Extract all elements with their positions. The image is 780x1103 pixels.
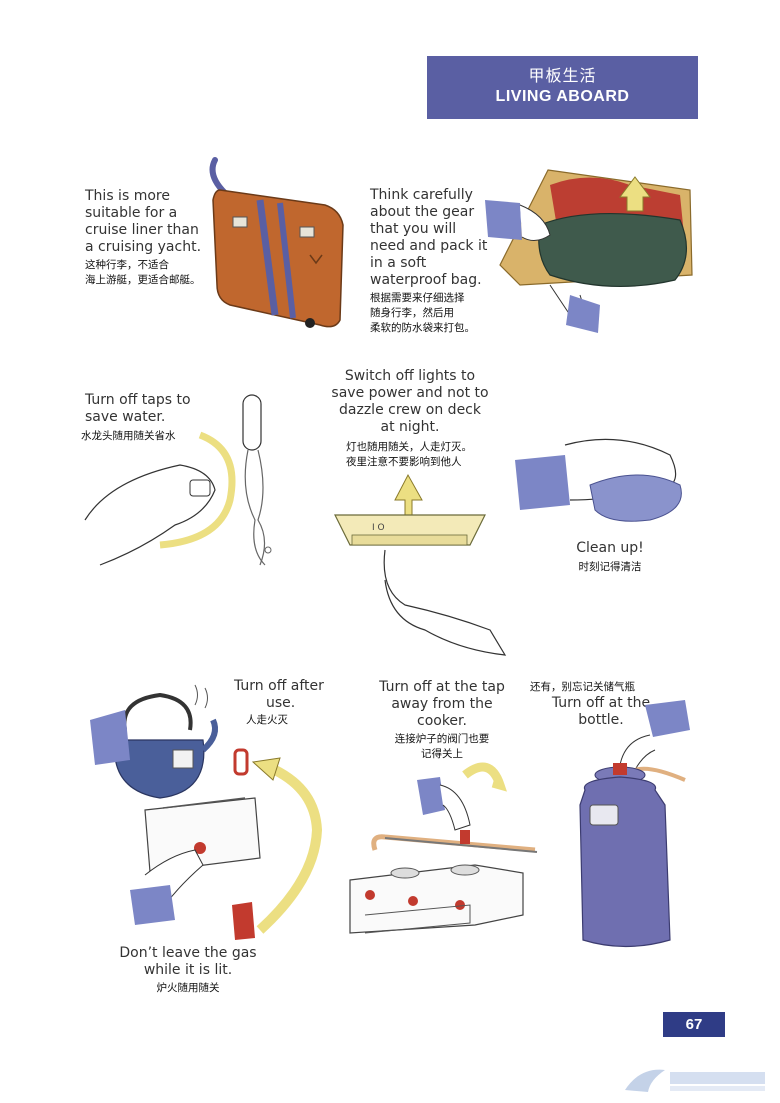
tip-lights-zh-2: 夜里注意不要影响到他人 [346, 456, 462, 468]
tip-after-use-en-1: Turn off after [234, 678, 324, 694]
tip-gear-en-1: Think carefully [370, 187, 473, 203]
tip-taps-zh: 水龙头随用随关省水 [81, 429, 176, 444]
tip-bottle-en-2: bottle. [578, 712, 624, 728]
bag-illustration [485, 169, 693, 333]
tip-lights-en-3: dazzle crew on deck [339, 402, 481, 418]
tip-bottle-en-1: Turn off at the [551, 695, 651, 711]
tip-lights-zh: 灯也随用随关，人走灯灭。 夜里注意不要影响到他人 [346, 440, 506, 470]
section-header: 甲板生活 LIVING ABOARD [427, 56, 698, 119]
svg-text:I O: I O [372, 523, 385, 533]
tip-taps-zh-1: 水龙头随用随关省水 [81, 430, 176, 442]
tip-bottle-zh-1: 还有，别忘记关储气瓶 [530, 681, 635, 693]
tip-lights-en-4: at night. [380, 419, 440, 435]
tip-tap-cooker-zh-2: 记得关上 [421, 748, 463, 760]
tip-suitcase-en-2: suitable for a [85, 205, 178, 221]
tip-gear-en-3: that you will [370, 221, 457, 237]
page-number: 67 [685, 1016, 703, 1033]
page-number-badge: 67 [663, 1012, 725, 1037]
tip-gear: Think carefully about the gear that you … [370, 187, 510, 336]
tip-gear-zh-2: 随身行李，然后用 [370, 307, 454, 319]
tip-taps-en-2: save water. [85, 409, 166, 425]
tip-suitcase-en-3: cruise liner than [85, 222, 199, 238]
tip-lights-en-2: save power and not to [331, 385, 489, 401]
tip-gas-lit-en-2: while it is lit. [143, 962, 233, 978]
tip-gear-zh-1: 根据需要来仔细选择 [370, 292, 465, 304]
suitcase-illustration [209, 157, 344, 328]
light-illustration: I O [334, 473, 507, 656]
cooker-illustration [349, 762, 538, 934]
tip-gear-zh-3: 柔软的防水袋来打包。 [370, 322, 475, 334]
tip-gear-en-4: need and pack it [370, 238, 488, 254]
tip-suitcase-zh-1: 这种行李，不适合 [85, 259, 169, 271]
header-title-en: LIVING ABOARD [495, 88, 630, 105]
tip-clean: Clean up! 时刻记得清洁 [560, 540, 660, 575]
tip-suitcase-en-1: This is more [85, 188, 170, 204]
header-title-zh: 甲板生活 [528, 68, 597, 85]
kettle-stove-illustration [90, 684, 323, 940]
tip-lights-zh-1: 灯也随用随关，人走灯灭。 [346, 441, 472, 453]
tip-tap-cooker-en-2: away from the [391, 696, 493, 712]
tip-after-use-en-2: use. [266, 695, 296, 711]
cloth-illustration [515, 438, 682, 522]
tip-gear-en-5: in a soft [370, 255, 427, 271]
tip-gas-lit-zh-1: 炉火随用随关 [156, 982, 220, 994]
tip-lights: Switch off lights to save power and not … [330, 368, 490, 436]
tip-clean-en-1: Clean up! [576, 540, 644, 556]
tip-after-use-zh-1: 人走火灭 [246, 714, 288, 726]
tip-tap-cooker-en-1: Turn off at the tap [379, 679, 505, 695]
tip-taps-en-1: Turn off taps to [85, 392, 191, 408]
tip-lights-en-1: Switch off lights to [344, 368, 476, 384]
tip-tap-cooker: Turn off at the tap away from the cooker… [372, 679, 512, 762]
tip-suitcase: This is more suitable for a cruise liner… [85, 188, 235, 288]
tip-tap-cooker-en-3: cooker. [417, 713, 467, 729]
tip-tap-cooker-zh-1: 连接炉子的阀门也要 [394, 733, 490, 745]
tap-illustration [84, 394, 272, 566]
tip-bottle: 还有，别忘记关储气瓶 [530, 680, 690, 695]
tip-taps: Turn off taps to save water. [85, 392, 225, 426]
tip-after-use: Turn off after use. 人走火灭 [234, 678, 344, 728]
tip-bottle-en: Turn off at the bottle. [536, 695, 666, 729]
tip-gear-en-2: about the gear [370, 204, 475, 220]
tip-clean-zh-1: 时刻记得清洁 [578, 561, 642, 573]
tip-gas-lit: Don’t leave the gas while it is lit. 炉火随… [108, 945, 268, 996]
tip-gear-en-6: waterproof bag. [370, 272, 482, 288]
gas-bottle-illustration [579, 700, 690, 948]
tip-gas-lit-en-1: Don’t leave the gas [119, 945, 257, 961]
watermark-logo [625, 1069, 765, 1092]
tip-suitcase-en-4: a cruising yacht. [85, 239, 202, 255]
tip-suitcase-zh-2: 海上游艇，更适合邮艇。 [85, 274, 201, 286]
